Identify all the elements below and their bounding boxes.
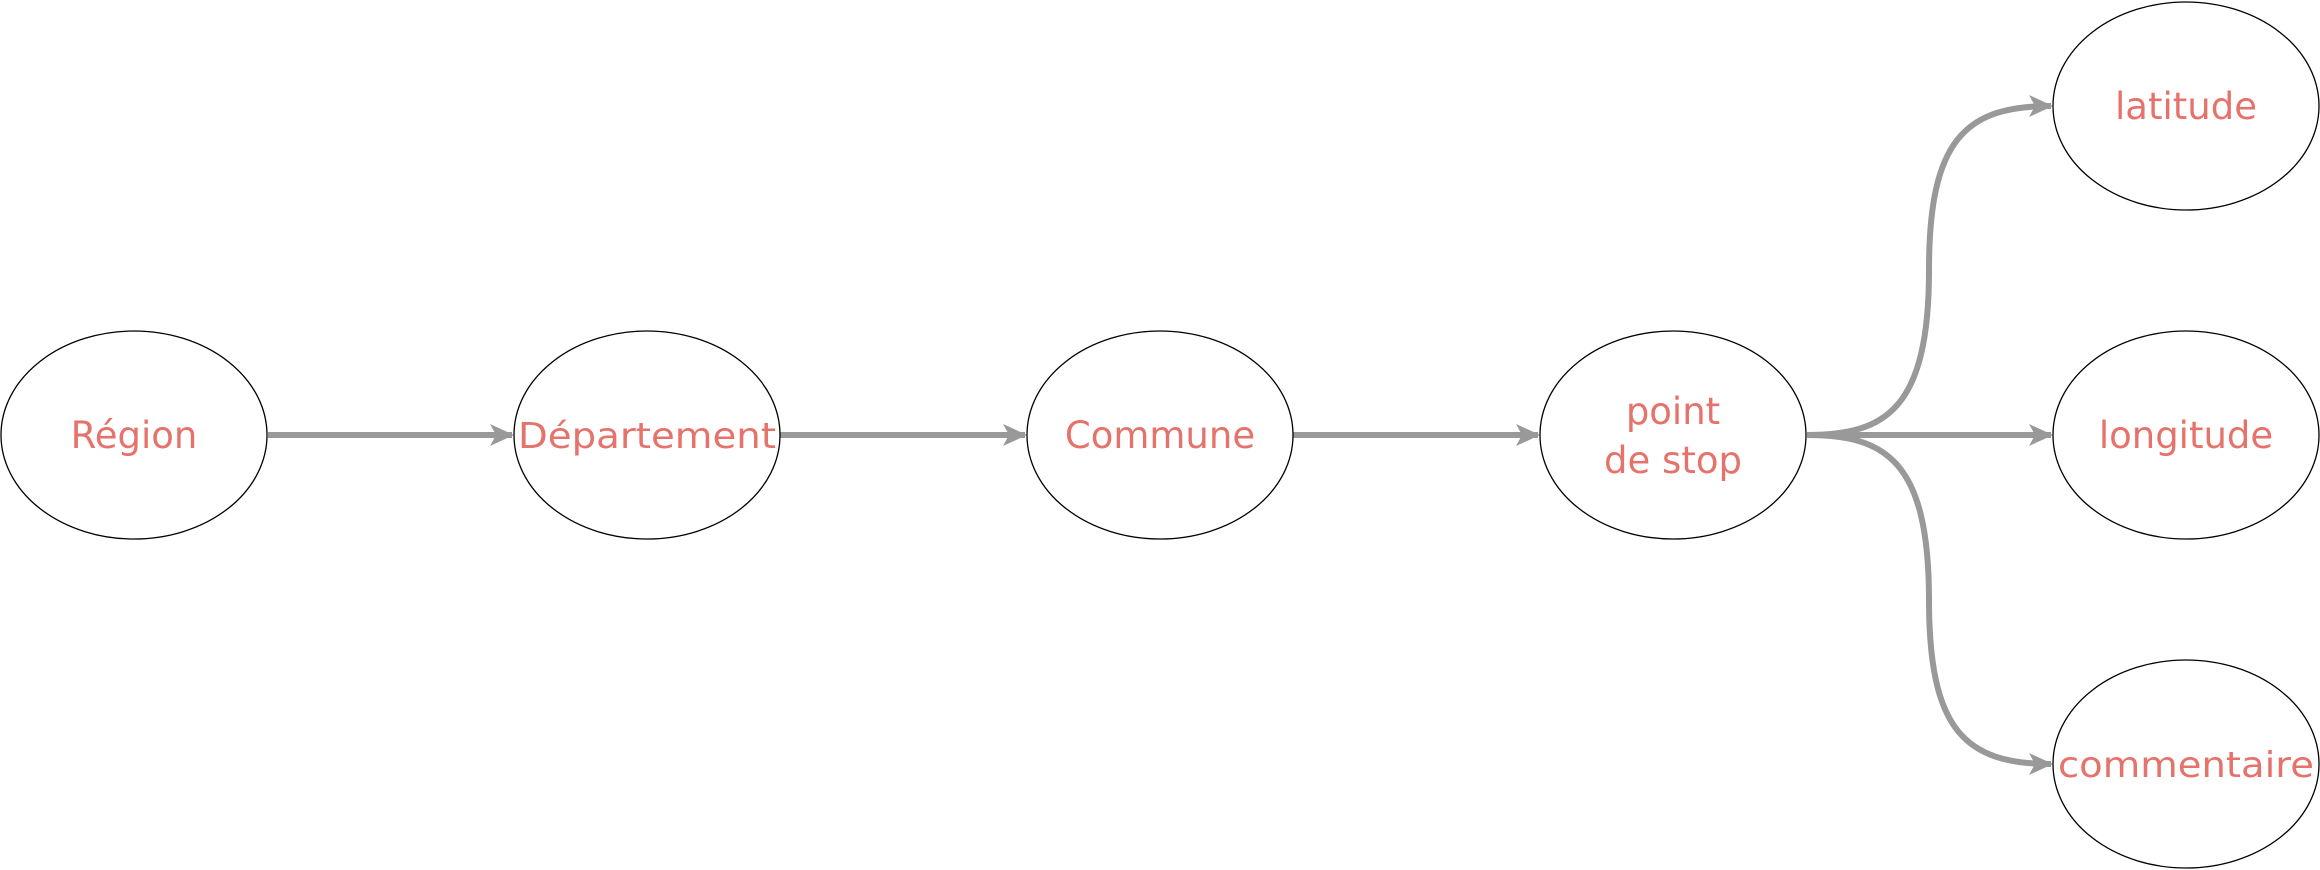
node-point-de-stop-label-line-1: point (1626, 390, 1720, 433)
node-region-shape (0, 330, 268, 540)
node-latitude-shape (2052, 1, 2320, 211)
node-departement: Département (513, 330, 781, 540)
node-departement-label: Département (518, 416, 776, 457)
node-region-label: Région (71, 414, 198, 457)
edge-point-de-stop-to-latitude (1806, 95, 2053, 438)
node-point-de-stop-label-line-2: de stop (1604, 439, 1742, 482)
node-departement-shape (513, 330, 781, 540)
edge-point-de-stop-to-commentaire (1806, 432, 2053, 775)
node-longitude: longitude (2052, 330, 2320, 540)
node-commentaire-label: commentaire (2058, 745, 2314, 786)
node-commentaire: commentaire (2052, 659, 2320, 869)
node-region: Région (0, 330, 268, 540)
node-point-de-stop-shape (1539, 330, 1807, 540)
edges (268, 95, 2053, 775)
node-commune-label: Commune (1065, 414, 1255, 457)
node-longitude-label: longitude (2099, 414, 2273, 457)
node-commentaire-shape (2052, 659, 2320, 869)
node-commune: Commune (1026, 330, 1294, 540)
node-latitude-label: latitude (2115, 85, 2257, 128)
node-longitude-shape (2052, 330, 2320, 540)
node-latitude: latitude (2052, 1, 2320, 211)
node-commune-shape (1026, 330, 1294, 540)
node-point-de-stop: point de stop (1539, 330, 1807, 540)
